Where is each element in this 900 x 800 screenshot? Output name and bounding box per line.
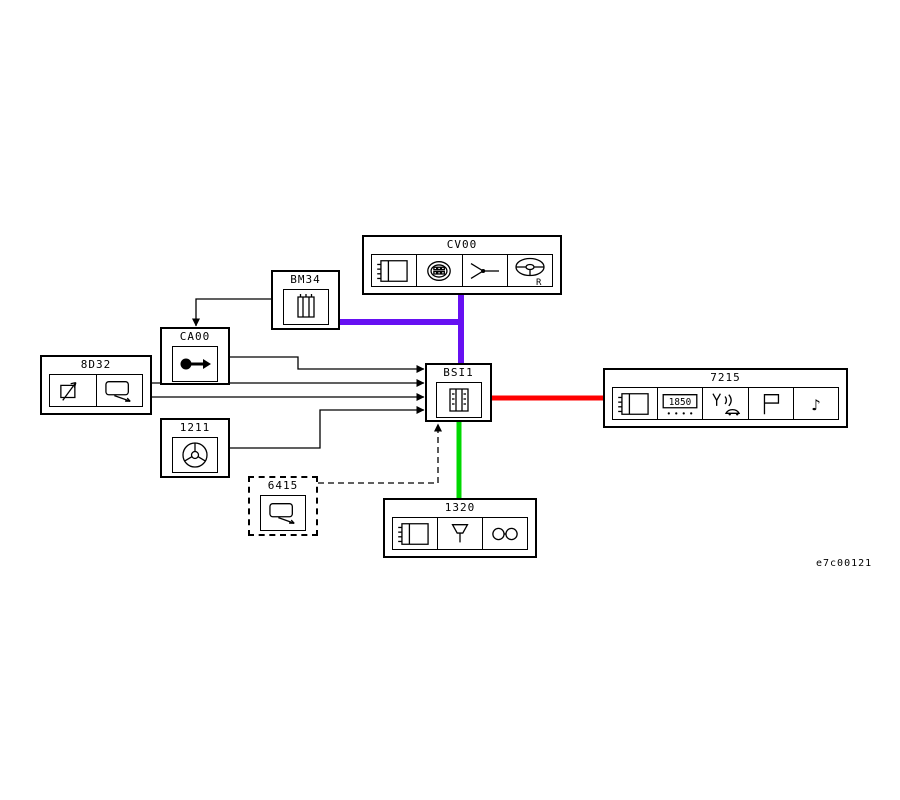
steering-wheel-icon: R [506,255,552,287]
node-cv00-label: CV00 [446,238,478,251]
injector-icon [437,518,482,549]
node-bm34: BM34 [271,270,340,330]
7215-icon-strip: 1850 ♪ [612,387,839,420]
node-1211: 1211 [160,418,230,478]
round-connector-icon [416,255,461,286]
fan-icon [172,437,218,473]
node-8d32-label: 8D32 [80,358,112,371]
ecu-connector-icon [613,388,657,419]
node-bm34-label: BM34 [290,273,321,286]
node-6415: 6415 [248,476,318,536]
node-ca00: CA00 [160,327,230,385]
bsi-unit-icon [435,382,482,418]
node-7215: 7215 1850 [603,368,848,428]
node-cv00: CV00 [362,235,562,295]
node-6415-label: 6415 [267,479,299,492]
node-bsi1: BSI1 [425,363,492,422]
svg-text:R: R [536,278,542,287]
8d32-icon-strip [49,374,143,407]
wire-6415-bsi1-dashed [318,423,442,484]
sensor-actuator-icon [50,375,96,406]
node-ca00-label: CA00 [179,330,211,343]
rings-icon [482,518,527,549]
node-bsi1-label: BSI1 [443,366,474,379]
mirror-icon [260,495,306,531]
node-8d32: 8D32 [40,355,152,415]
cv00-icon-strip: R [371,254,553,287]
node-1211-label: 1211 [179,421,211,434]
bus-line-purple [340,295,464,363]
antenna-car-icon [702,388,747,419]
wire-bm34-ca00 [192,298,271,327]
node-1320-label: 1320 [444,501,476,514]
svg-text:♪: ♪ [811,395,821,414]
ecu-connector-icon [372,255,416,286]
node-1320: 1320 [383,498,537,558]
fuse-box-icon [282,289,329,325]
harness-split-icon [461,255,507,286]
node-7215-label: 7215 [710,371,741,384]
1320-icon-strip [392,517,528,550]
mirror-icon [95,375,143,406]
drawing-reference-code: e7c00121 [816,558,873,569]
music-note-icon: ♪ [792,388,838,419]
wire-1211-bsi1 [230,406,425,449]
ignition-key-icon [172,346,218,382]
ecu-connector-icon [393,518,437,549]
flag-icon [747,388,793,419]
clock-display-icon: 1850 [657,388,702,419]
svg-text:1850: 1850 [669,396,692,407]
wire-ca00-bsi1 [230,356,425,373]
